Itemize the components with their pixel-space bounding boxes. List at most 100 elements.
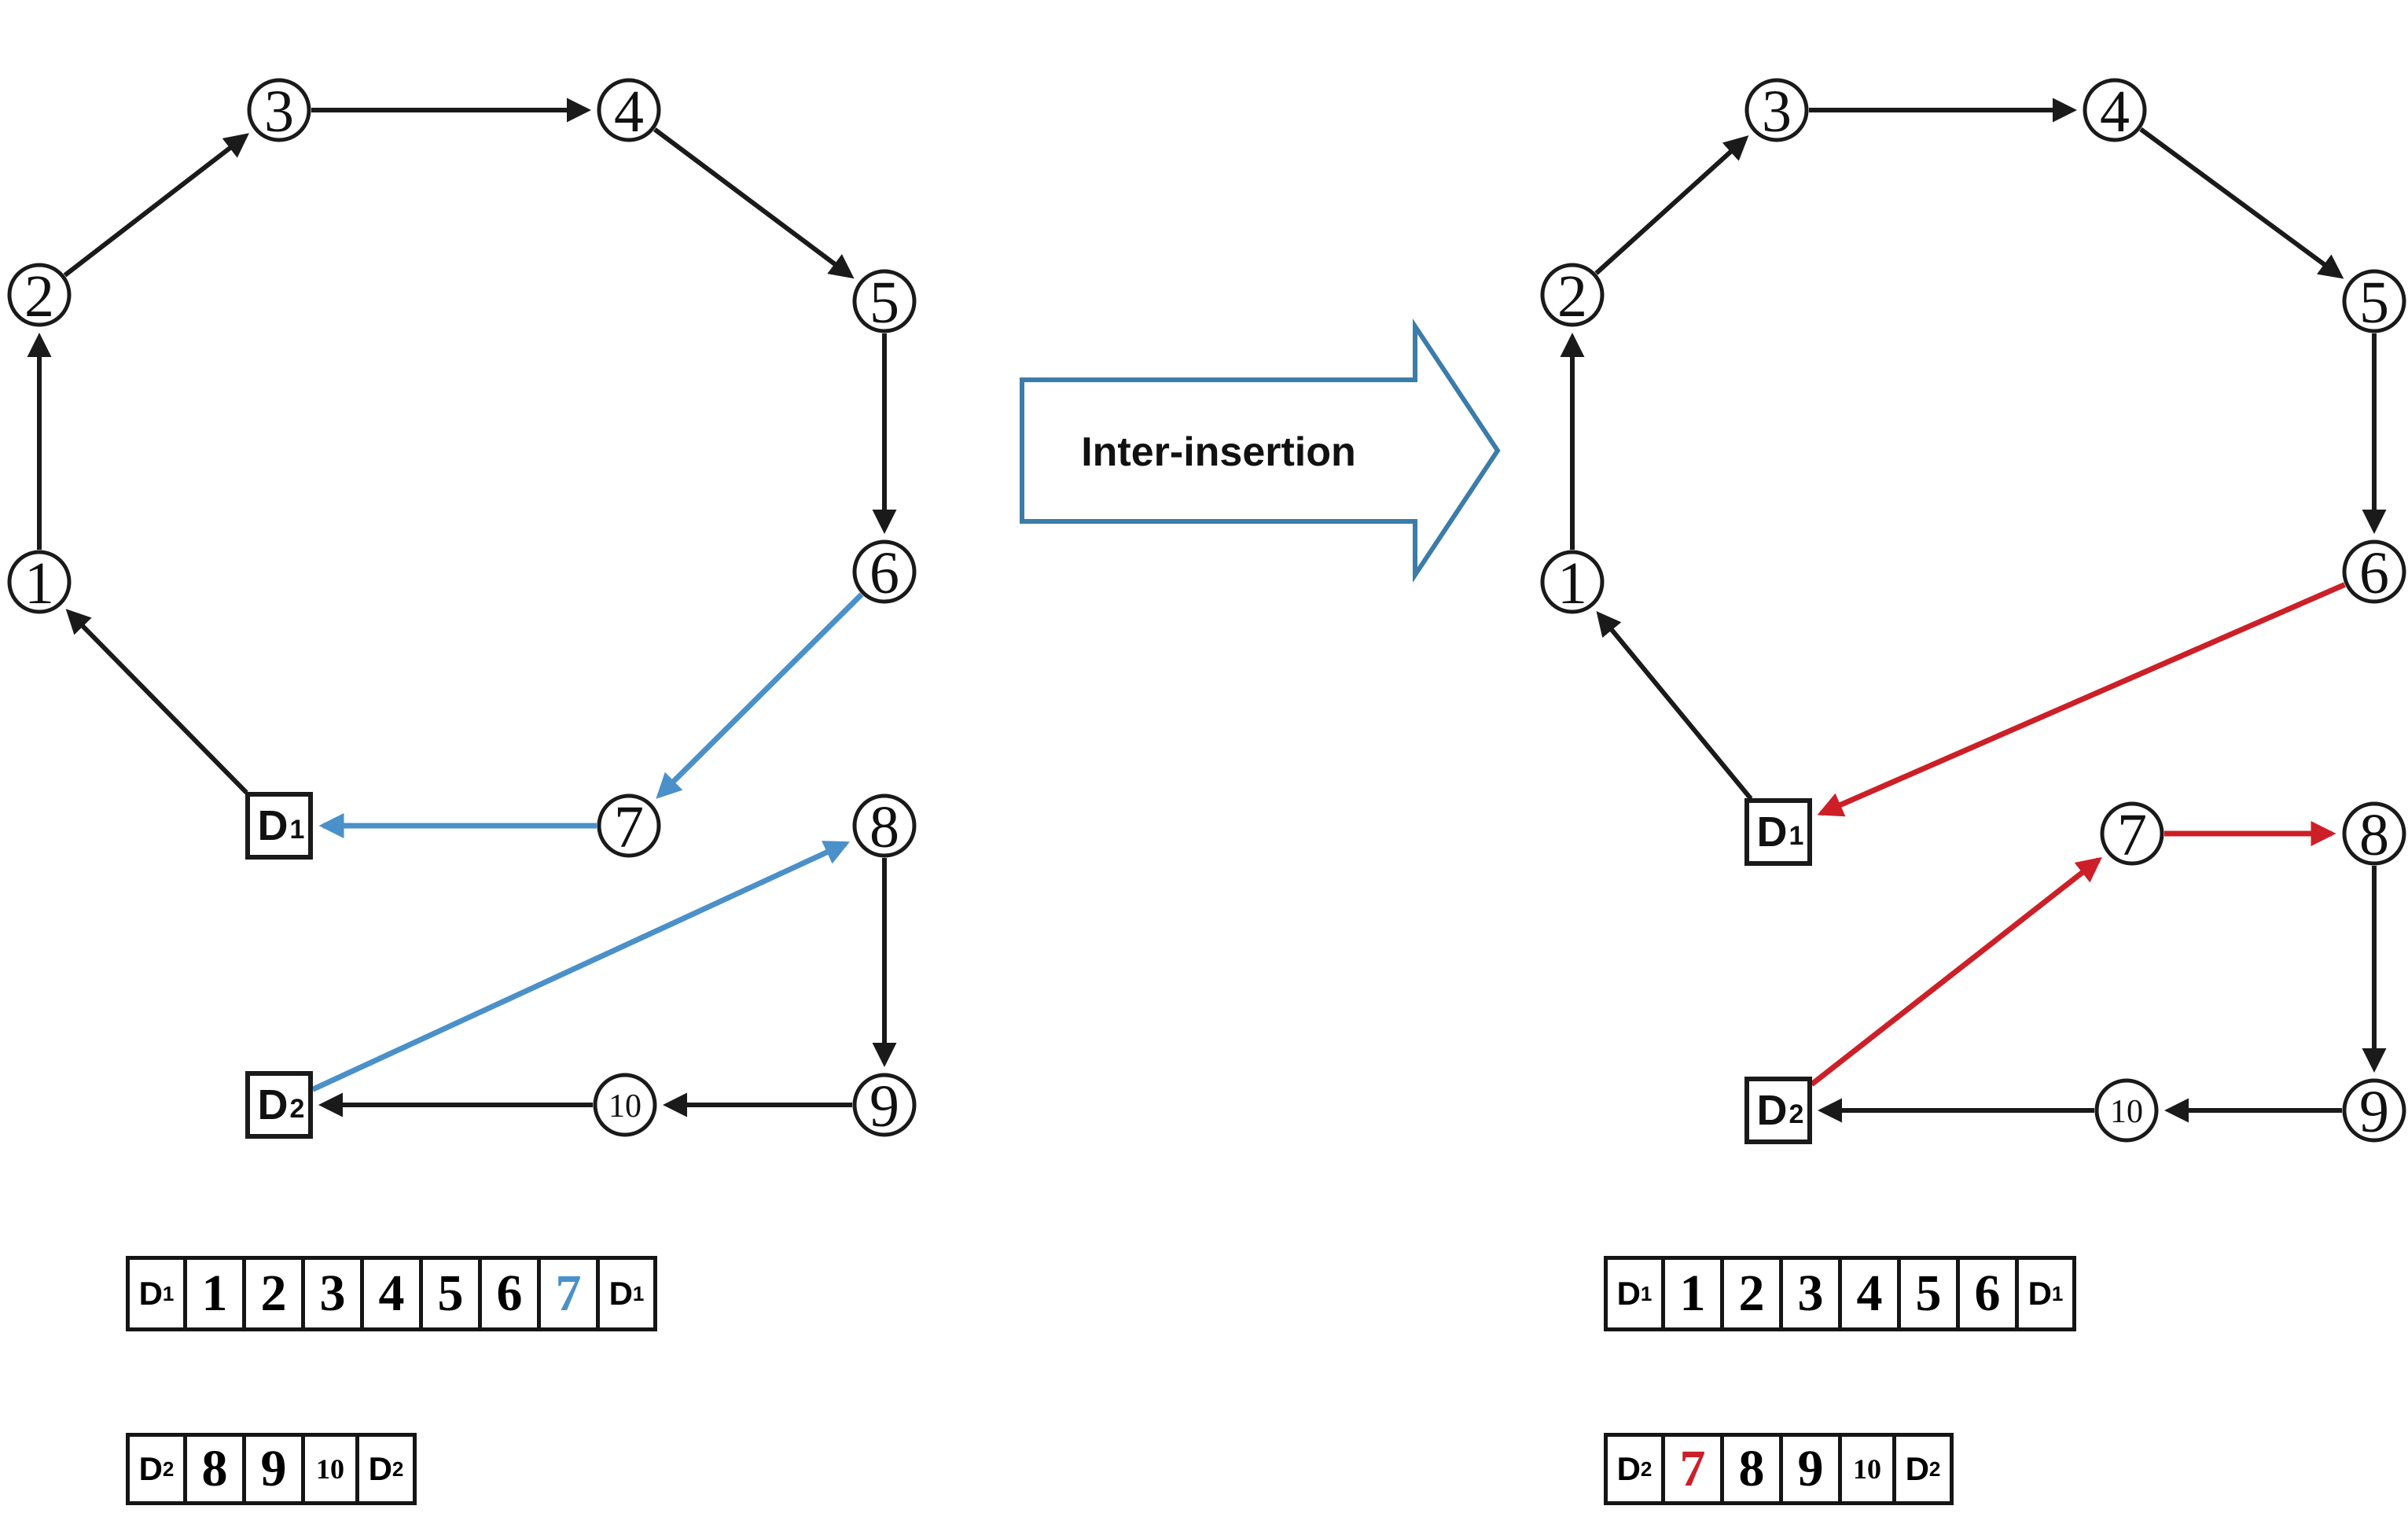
node-label: 3 [264,79,294,145]
sequence-cell[interactable]: 10 [301,1433,359,1505]
sequence-cell[interactable]: 2 [242,1256,305,1331]
sequence-cell-label: 4 [378,1265,405,1322]
sequence-cell-label: D [368,1450,392,1487]
node-before-n8[interactable]: 8 [852,793,917,860]
node-label: 7 [2117,802,2147,868]
node-label: 3 [1762,79,1792,145]
node-after-n5[interactable]: 5 [2342,269,2406,336]
edges-layer [27,98,2387,1123]
sequence-cell-label: 5 [1915,1265,1942,1322]
node-label: 5 [869,270,899,336]
node-after-n10[interactable]: 10 [2094,1078,2159,1143]
node-after-n3[interactable]: 3 [1744,78,1809,145]
node-after-n6[interactable]: 6 [2342,539,2406,606]
node-before-n9[interactable]: 9 [852,1073,917,1140]
node-before-n7[interactable]: 7 [597,793,661,860]
sequence-cell-label: D [138,1450,163,1487]
sequence-cell-label: 9 [260,1440,287,1497]
node-before-n6[interactable]: 6 [852,539,917,606]
sequence-cell-label: 9 [1797,1440,1824,1497]
sequence-cell[interactable]: 8 [183,1433,246,1505]
sequence-cell-label: 8 [201,1440,228,1497]
node-before-n3[interactable]: 3 [247,78,311,145]
node-label: 8 [2359,802,2389,868]
edge-after-n6-to-d1 [1817,582,2346,817]
edge-before-d2-to-n8 [311,841,851,1092]
node-label: 10 [608,1088,642,1125]
sequence-cell-label: D [138,1275,163,1312]
edge-before-n2-to-n3 [63,133,249,278]
sequence-cell[interactable]: 8 [1720,1433,1783,1505]
sequence-cell[interactable]: 7 [537,1256,600,1331]
node-after-n7[interactable]: 7 [2100,801,2164,868]
sequence-cell[interactable]: 3 [1779,1256,1842,1331]
node-after-n8[interactable]: 8 [2342,801,2406,868]
node-before-n10[interactable]: 10 [593,1073,657,1137]
node-label: 4 [614,79,644,145]
sequence-cell[interactable]: 3 [301,1256,364,1331]
sequence-cell[interactable]: 4 [1838,1256,1901,1331]
node-label: D [258,802,289,849]
node-label: 5 [2359,270,2389,336]
sequence-cell[interactable]: 2 [1720,1256,1783,1331]
edge-after-d1-to-n1 [1596,611,1753,801]
sequence-cell-label: 10 [1853,1453,1881,1485]
node-before-n1[interactable]: 1 [7,550,72,617]
node-label: D [1757,1087,1788,1134]
sequence-cell-label: 5 [437,1265,464,1322]
sequence-cell[interactable]: 10 [1838,1433,1896,1505]
sequence-cell-label: 3 [1797,1265,1824,1322]
node-label-subscript: 1 [290,815,305,845]
sequence-cell-label: 2 [260,1265,287,1322]
sequence-cell-label: 8 [1738,1440,1765,1497]
sequence-cell[interactable]: 5 [1897,1256,1960,1331]
sequence-cell-label: 4 [1856,1265,1883,1322]
node-after-n2[interactable]: 2 [1540,263,1605,330]
sequence-cell[interactable]: 9 [1779,1433,1842,1505]
sequence-cell[interactable]: 4 [360,1256,423,1331]
node-after-n9[interactable]: 9 [2342,1078,2406,1145]
inter-insertion-label: Inter-insertion [1081,429,1356,475]
sequence-cell-label: D [1905,1450,1929,1487]
sequence-cell[interactable]: 5 [419,1256,482,1331]
node-before-n5[interactable]: 5 [852,269,917,336]
node-before-n2[interactable]: 2 [7,263,72,330]
node-label: 8 [869,794,899,860]
node-after-n4[interactable]: 4 [2083,78,2147,145]
node-label: 6 [869,540,899,606]
sequence-cell[interactable]: 9 [242,1433,305,1505]
sequence-cell[interactable]: 6 [478,1256,541,1331]
node-label-subscript: 2 [290,1094,305,1124]
sequence-cell-label: 2 [1738,1265,1765,1322]
sequence-cell-label: D [2027,1275,2052,1312]
sequence-cell[interactable]: 7 [1661,1433,1724,1505]
node-label: 2 [24,263,54,330]
sequence-cell[interactable]: 6 [1956,1256,2019,1331]
node-label: D [258,1081,289,1128]
sequence-cell[interactable]: 1 [183,1256,246,1331]
sequence-cell-label: 3 [319,1265,346,1322]
node-after-n1[interactable]: 1 [1540,550,1605,617]
sequence-cell-label: D [608,1275,633,1312]
node-label: 7 [614,794,644,860]
node-before-n4[interactable]: 4 [597,78,661,145]
edge-before-d1-to-n1 [65,609,248,794]
sequence-cell[interactable]: 1 [1661,1256,1724,1331]
